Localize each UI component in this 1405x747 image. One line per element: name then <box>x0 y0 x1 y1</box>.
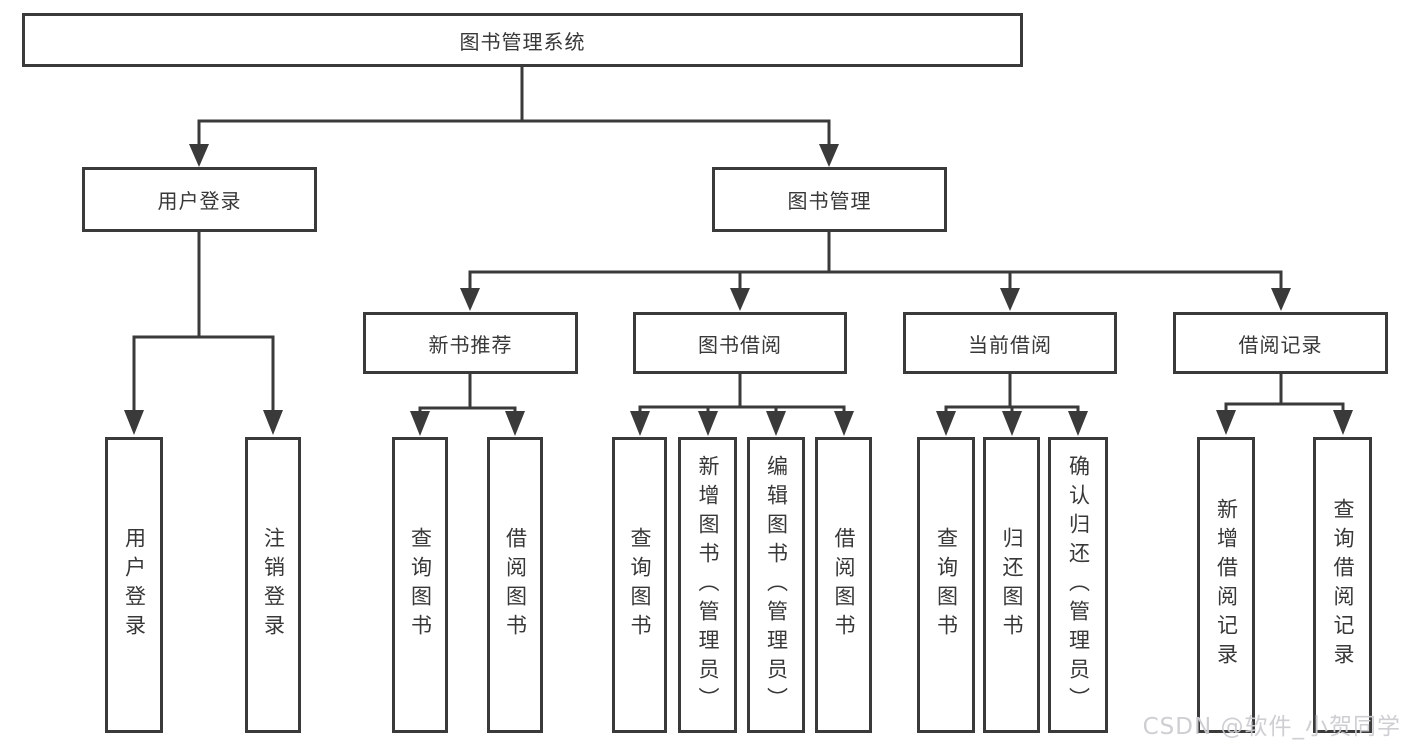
leaf-add-borrow-record: 新增借阅记录 <box>1197 437 1255 733</box>
leaf-borrow-books-1: 借阅图书 <box>487 437 543 733</box>
leaf-add-borrow-record-label: 新增借阅记录 <box>1214 498 1239 672</box>
leaf-query-books-1-label: 查询图书 <box>408 527 433 643</box>
watermark: CSDN @软件_小贺同学 <box>1142 714 1401 740</box>
node-book-borrowing-label: 图书借阅 <box>698 332 782 357</box>
node-borrowing-records: 借阅记录 <box>1173 312 1388 374</box>
leaf-logout: 注销登录 <box>245 437 301 733</box>
node-current-borrowing: 当前借阅 <box>903 312 1117 374</box>
leaf-borrow-books-2: 借阅图书 <box>815 437 872 733</box>
node-book-management: 图书管理 <box>712 167 947 232</box>
node-new-book-recommendation-label: 新书推荐 <box>428 332 513 357</box>
node-book-management-label: 图书管理 <box>787 189 872 213</box>
leaf-edit-books-admin-label: 编辑图书（管理员） <box>764 454 789 716</box>
leaf-user-login-label: 用户登录 <box>122 527 147 643</box>
node-user-login: 用户登录 <box>82 167 317 232</box>
leaf-query-borrow-record: 查询借阅记录 <box>1313 437 1372 733</box>
node-new-book-recommendation: 新书推荐 <box>363 312 578 374</box>
leaf-user-login: 用户登录 <box>105 437 163 733</box>
leaf-borrow-books-2-label: 借阅图书 <box>832 527 857 643</box>
leaf-edit-books-admin: 编辑图书（管理员） <box>747 437 805 733</box>
node-root: 图书管理系统 <box>22 13 1023 67</box>
leaf-confirm-return-admin-label: 确认归还（管理员） <box>1066 454 1091 716</box>
node-current-borrowing-label: 当前借阅 <box>968 332 1052 357</box>
leaf-query-books-2-label: 查询图书 <box>628 527 653 643</box>
leaf-return-books-label: 归还图书 <box>1000 527 1025 643</box>
leaf-query-borrow-record-label: 查询借阅记录 <box>1331 498 1356 672</box>
leaf-query-books-3: 查询图书 <box>917 437 975 733</box>
leaf-query-books-1: 查询图书 <box>392 437 448 733</box>
leaf-logout-label: 注销登录 <box>261 527 286 643</box>
node-root-label: 图书管理系统 <box>459 29 586 54</box>
leaf-add-books-admin: 新增图书（管理员） <box>678 437 737 733</box>
leaf-confirm-return-admin: 确认归还（管理员） <box>1048 437 1108 733</box>
leaf-query-books-3-label: 查询图书 <box>934 527 959 643</box>
node-borrowing-records-label: 借阅记录 <box>1238 332 1323 357</box>
leaf-return-books: 归还图书 <box>983 437 1040 733</box>
node-book-borrowing: 图书借阅 <box>633 312 847 374</box>
leaf-add-books-admin-label: 新增图书（管理员） <box>696 454 721 716</box>
leaf-borrow-books-1-label: 借阅图书 <box>503 527 528 643</box>
leaf-query-books-2: 查询图书 <box>612 437 667 733</box>
node-user-login-label: 用户登录 <box>157 189 242 213</box>
